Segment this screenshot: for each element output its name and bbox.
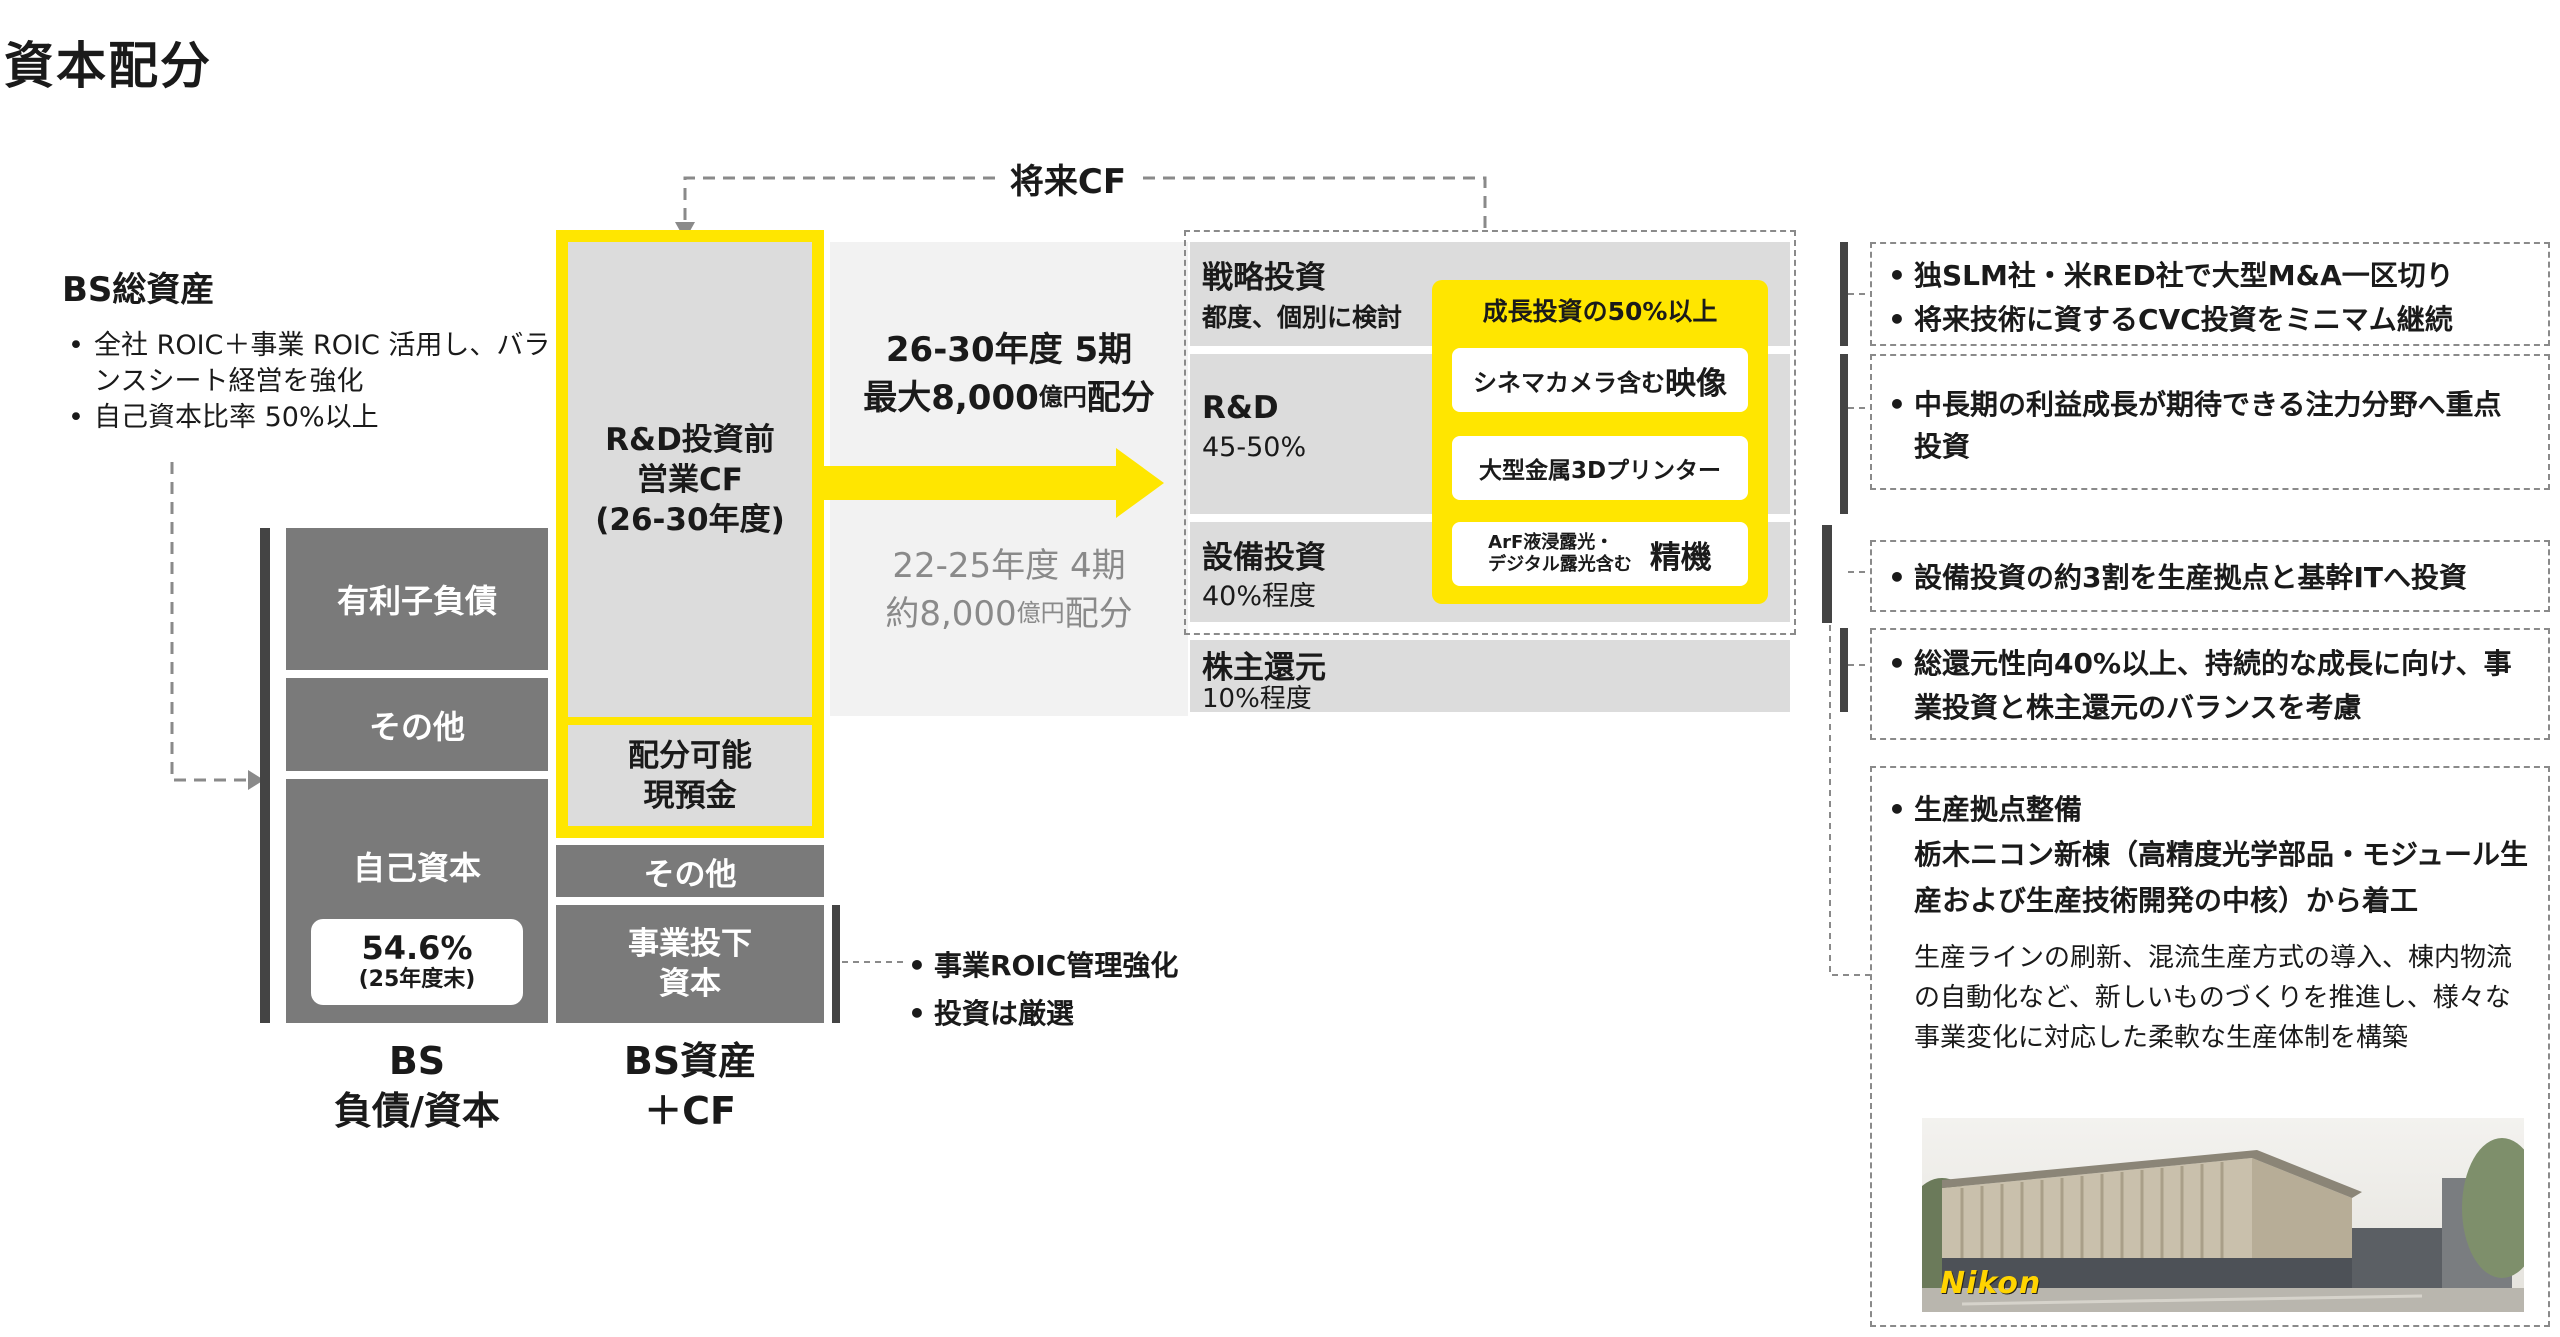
biz-bullet: 投資は厳選 <box>902 990 1178 1038</box>
equity-ratio-value: 54.6% <box>361 929 473 967</box>
production-body: 生産ラインの刷新、混流生産方式の導入、棟内物流の自動化など、新しいものづくりを推… <box>1914 943 2513 1053</box>
bs-item-equity-label: 自己資本 <box>352 849 481 887</box>
biz-bullet: 事業ROIC管理強化 <box>902 942 1178 990</box>
growth-item-3d-printer: 大型金属3Dプリンター <box>1452 436 1748 500</box>
current-amount-value: 最大8,000 <box>863 378 1039 418</box>
current-period: 26-30年度 5期 <box>885 330 1133 370</box>
equity-ratio-badge: 54.6% (25年度末) <box>311 919 523 1005</box>
prev-amount-unit: 億円 <box>1016 599 1065 627</box>
note-strategic: 独SLM社・米RED社で大型M&A一区切り 将来技術に資するCVC投資をミニマム… <box>1870 242 2550 346</box>
production-title-text: 生産拠点整備 <box>1914 793 2083 826</box>
cf-column-label-line2: ＋CF <box>644 1089 736 1133</box>
production-bullet-icon: • <box>1888 793 1906 826</box>
note-strategic-bullet: 独SLM社・米RED社で大型M&A一区切り <box>1882 254 2548 298</box>
bs-total-bullet: 自己資本比率 50%以上 <box>62 400 562 436</box>
page-title: 資本配分 <box>4 37 212 95</box>
category-return-title: 株主還元 <box>1202 650 1326 686</box>
category-capex-title: 設備投資 <box>1202 540 1326 576</box>
note-return: 総還元性向40%以上、持続的な成長に向け、事業投資と株主還元のバランスを考慮 <box>1870 628 2550 740</box>
categories-dashed-frame <box>1184 230 1796 635</box>
bs-total-bullets: 全社 ROIC＋事業 ROIC 活用し、バランスシート経営を強化 自己資本比率 … <box>62 328 562 436</box>
bs-item-other: その他 <box>286 678 548 771</box>
production-building-image: Nikon <box>1922 1118 2524 1312</box>
bs-column-label-line2: 負債/資本 <box>334 1089 500 1133</box>
prev-period: 22-25年度 4期 <box>892 546 1126 586</box>
cf-other-box: その他 <box>556 845 824 897</box>
cf-column-label-line1: BS資産 <box>623 1039 757 1083</box>
growth-item-3d-printer-label: 大型金属3Dプリンター <box>1478 458 1722 484</box>
cf-top-box: R&D投資前 営業CF (26-30年度) <box>568 242 812 717</box>
cf-top-label: R&D投資前 営業CF (26-30年度) <box>595 421 785 538</box>
note-bracket-rd <box>1840 354 1848 514</box>
equity-ratio-note: (25年度末) <box>358 967 476 992</box>
production-title: • 生産拠点整備 <box>1882 788 2554 832</box>
bs-column-label: BS 負債/資本 <box>286 1036 548 1136</box>
prev-amount-value: 約8,000 <box>885 594 1017 634</box>
cf-cash-label: 配分可能 現預金 <box>628 737 752 814</box>
cf-biz-box: 事業投下 資本 <box>556 905 824 1023</box>
biz-bracket-bar <box>832 905 840 1023</box>
allocation-arrow <box>812 448 1164 518</box>
growth-item-cinema: シネマカメラ含む映像 <box>1452 348 1748 412</box>
growth-item-precision-left: ArF液浸露光・ デジタル露光含む <box>1488 532 1632 575</box>
current-amount-suffix: 配分 <box>1086 378 1155 418</box>
bs-total-title: BS総資産 <box>62 270 215 310</box>
category-return-sub: 10%程度 <box>1202 684 1312 714</box>
production-subtitle: 栃木ニコン新棟（高精度光学部品・モジュール生産および生産技術開発の中核）から着工 <box>1914 838 2529 917</box>
bs-total-bullet: 全社 ROIC＋事業 ROIC 活用し、バランスシート経営を強化 <box>62 328 562 400</box>
category-rd-sub: 45-50% <box>1202 432 1307 463</box>
category-strategic-sub: 都度、個別に検討 <box>1202 303 1403 332</box>
cf-cash-box: 配分可能 現預金 <box>568 725 812 826</box>
note-bracket-strategic <box>1840 242 1848 346</box>
note-return-bullet: 総還元性向40%以上、持続的な成長に向け、事業投資と株主還元のバランスを考慮 <box>1882 642 2528 730</box>
cf-biz-label: 事業投下 資本 <box>628 926 752 1002</box>
growth-item-precision: ArF液浸露光・ デジタル露光含む精機 <box>1452 522 1748 586</box>
bs-item-equity: 自己資本 54.6% (25年度末) <box>286 779 548 1023</box>
category-return: 株主還元 10%程度 <box>1190 640 1790 714</box>
bs-column-label-line1: BS <box>388 1039 446 1083</box>
growth-box: 成長投資の50%以上 シネマカメラ含む映像 大型金属3Dプリンター ArF液浸露… <box>1432 280 1768 604</box>
nikon-logo: Nikon <box>1940 1266 2042 1301</box>
future-cf-label: 将来CF <box>998 155 1138 202</box>
note-strategic-bullet: 将来技術に資するCVC投資をミニマム継続 <box>1882 298 2548 342</box>
bs-item-debt: 有利子負債 <box>286 528 548 670</box>
growth-title: 成長投資の50%以上 <box>1482 297 1718 326</box>
category-strategic-title: 戦略投資 <box>1202 260 1326 296</box>
note-bracket-return <box>1840 628 1848 712</box>
category-rd-title: R&D <box>1202 390 1279 426</box>
growth-item-precision-right: 精機 <box>1649 539 1712 576</box>
prev-amount-suffix: 配分 <box>1064 594 1133 634</box>
category-capex-sub: 40%程度 <box>1202 581 1317 612</box>
cf-column-label: BS資産 ＋CF <box>556 1036 824 1136</box>
growth-item-cinema-left: シネマカメラ含む <box>1473 368 1665 397</box>
note-capex-bullet: 設備投資の約3割を生産拠点と基幹ITへ投資 <box>1882 558 2548 598</box>
growth-item-cinema-right: 映像 <box>1665 365 1727 402</box>
note-production: • 生産拠点整備 栃木ニコン新棟（高精度光学部品・モジュール生産および生産技術開… <box>1870 766 2550 1327</box>
biz-bullets: 事業ROIC管理強化 投資は厳選 <box>902 942 1178 1038</box>
building-illustration <box>1922 1118 2524 1312</box>
note-bracket-capex <box>1822 525 1832 623</box>
note-rd-bullet: 中長期の利益成長が期待できる注力分野へ重点投資 <box>1882 384 2528 468</box>
note-rd: 中長期の利益成長が期待できる注力分野へ重点投資 <box>1870 354 2550 490</box>
bs-bracket-bar <box>260 528 270 1023</box>
current-amount-unit: 億円 <box>1038 383 1087 411</box>
note-capex: 設備投資の約3割を生産拠点と基幹ITへ投資 <box>1870 540 2550 612</box>
